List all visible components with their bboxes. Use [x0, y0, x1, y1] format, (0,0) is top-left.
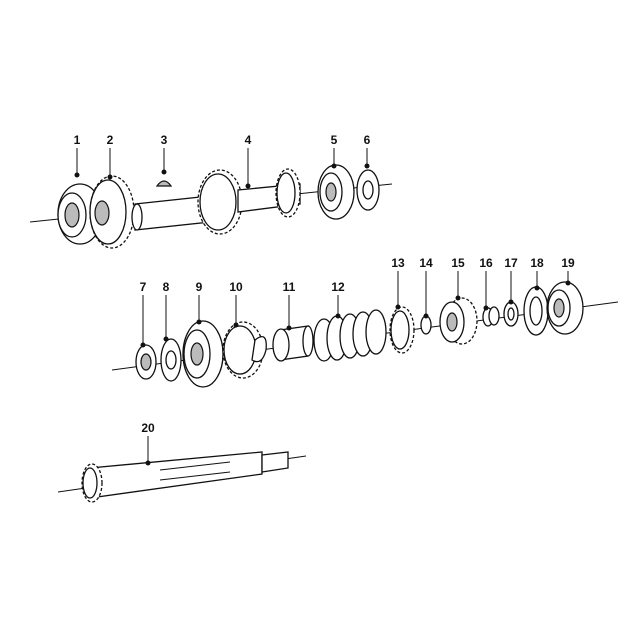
- svg-text:13: 13: [391, 256, 405, 270]
- part-2-gear[interactable]: [89, 175, 135, 249]
- callout-18: 18: [530, 256, 544, 291]
- svg-text:8: 8: [163, 280, 170, 294]
- svg-text:6: 6: [364, 133, 371, 147]
- svg-text:19: 19: [561, 256, 575, 270]
- part-14-ring[interactable]: [420, 315, 432, 335]
- svg-text:14: 14: [419, 256, 433, 270]
- callout-20: 20: [141, 421, 155, 466]
- part-16-ring[interactable]: [482, 306, 500, 327]
- svg-text:11: 11: [283, 280, 296, 294]
- callout-2: 2: [107, 133, 114, 180]
- svg-text:10: 10: [229, 280, 243, 294]
- callout-1: 1: [74, 133, 81, 178]
- svg-text:2: 2: [107, 133, 114, 147]
- svg-text:20: 20: [141, 421, 155, 435]
- part-9-bearing[interactable]: [182, 320, 224, 388]
- part-13-gear[interactable]: [389, 306, 415, 354]
- svg-text:18: 18: [530, 256, 544, 270]
- callout-10: 10: [229, 280, 243, 328]
- part-7-bushing[interactable]: [135, 344, 157, 380]
- callout-7: 7: [140, 280, 147, 348]
- svg-text:4: 4: [245, 133, 252, 147]
- callout-14: 14: [419, 256, 433, 319]
- svg-text:7: 7: [140, 280, 147, 294]
- part-5-bearing[interactable]: [317, 164, 355, 220]
- callout-13: 13: [391, 256, 405, 310]
- callout-9: 9: [196, 280, 203, 325]
- part-4-shaft[interactable]: [131, 168, 301, 235]
- svg-text:1: 1: [74, 133, 81, 147]
- svg-text:5: 5: [331, 133, 338, 147]
- svg-text:12: 12: [331, 280, 345, 294]
- part-19-bearing[interactable]: [546, 281, 584, 335]
- part-20-shaft[interactable]: [81, 451, 289, 503]
- callout-15: 15: [451, 256, 465, 301]
- svg-text:16: 16: [479, 256, 493, 270]
- callout-8: 8: [163, 280, 170, 342]
- callout-16: 16: [479, 256, 493, 311]
- part-10-gear[interactable]: [222, 321, 267, 379]
- callout-17: 17: [504, 256, 518, 305]
- part-17-washer[interactable]: [503, 301, 519, 327]
- part-15-gear[interactable]: [439, 297, 478, 345]
- part-12-spring[interactable]: [313, 309, 387, 362]
- svg-text:9: 9: [196, 280, 203, 294]
- svg-text:17: 17: [504, 256, 518, 270]
- part-8-washer[interactable]: [160, 338, 182, 382]
- callout-4: 4: [245, 133, 252, 189]
- callout-5: 5: [331, 133, 338, 169]
- svg-text:15: 15: [451, 256, 465, 270]
- svg-text:3: 3: [161, 133, 168, 147]
- part-18-bearing[interactable]: [523, 286, 549, 336]
- callout-11: 11: [283, 280, 296, 331]
- part-6-washer[interactable]: [356, 169, 380, 211]
- part-11-sleeve[interactable]: [272, 325, 314, 362]
- callout-6: 6: [364, 133, 371, 169]
- callout-3: 3: [161, 133, 168, 175]
- callouts: 1 2 3 4 5 6 7 8 9 10 11 12 13 14 15 16 1…: [74, 133, 575, 466]
- part-3-key[interactable]: [155, 180, 173, 187]
- callout-12: 12: [331, 280, 345, 319]
- callout-19: 19: [561, 256, 575, 286]
